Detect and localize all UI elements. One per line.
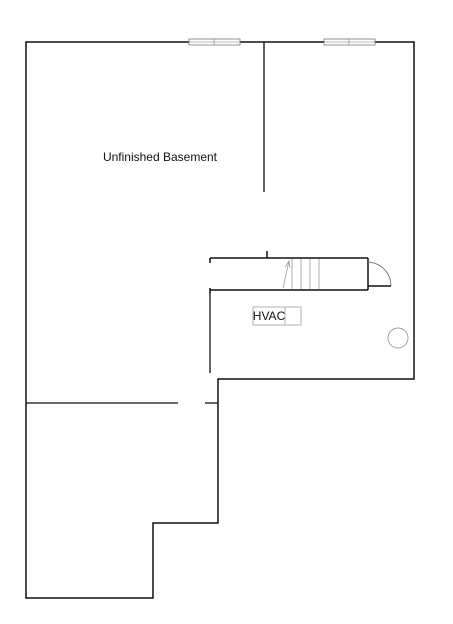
window-left: [188, 38, 241, 46]
water-heater-icon: [387, 327, 409, 349]
window-right: [323, 38, 376, 46]
hvac-unit: [252, 306, 302, 326]
hvac-label: HVAC: [252, 309, 286, 323]
room-label-unfinished-basement: Unfinished Basement: [102, 150, 218, 164]
stair-treads: [291, 259, 320, 289]
stair-arrow-icon: [282, 259, 291, 289]
exterior-walls: [25, 41, 415, 599]
interior-walls: [26, 42, 265, 404]
door-swing: [367, 261, 392, 287]
stair-enclosure: [209, 251, 391, 293]
